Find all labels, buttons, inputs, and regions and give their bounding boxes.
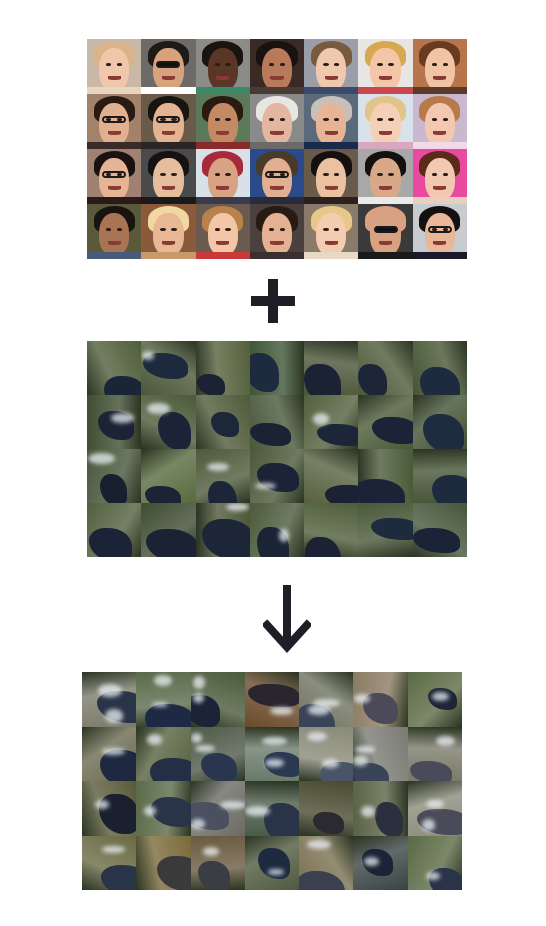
face-photo-tile bbox=[304, 94, 359, 149]
face-photo-tile bbox=[412, 149, 467, 204]
satellite-tile bbox=[304, 341, 359, 395]
face-photo-tile bbox=[195, 204, 250, 259]
satellite-tile bbox=[412, 395, 467, 449]
generated-tile bbox=[407, 672, 462, 727]
face-photo-tile bbox=[195, 94, 250, 149]
face-photo-tile bbox=[358, 94, 413, 149]
satellite-tile bbox=[304, 503, 359, 557]
satellite-tile bbox=[195, 449, 250, 503]
satellite-tile bbox=[412, 449, 467, 503]
satellite-tile bbox=[358, 395, 413, 449]
arrow-down-icon bbox=[263, 585, 311, 653]
generated-tile bbox=[407, 835, 462, 890]
satellite-tile bbox=[358, 341, 413, 395]
generated-tile bbox=[353, 835, 408, 890]
generated-tile bbox=[353, 726, 408, 781]
generated-tile bbox=[136, 781, 191, 836]
satellite-tile bbox=[141, 395, 196, 449]
face-photo-tile bbox=[195, 149, 250, 204]
face-photo-tile bbox=[141, 39, 196, 94]
satellite-tile bbox=[195, 395, 250, 449]
face-photo-tile bbox=[358, 39, 413, 94]
face-photo-tile bbox=[249, 94, 305, 149]
face-photo-tile bbox=[87, 94, 142, 149]
generated-tile bbox=[353, 781, 408, 836]
generated-tile bbox=[190, 672, 245, 727]
generated-tile bbox=[82, 835, 137, 890]
face-photo-tile bbox=[249, 39, 305, 94]
generated-tile bbox=[407, 726, 462, 781]
face-photo-tile bbox=[87, 204, 142, 259]
face-photo-tile bbox=[249, 204, 305, 259]
satellite-tile bbox=[195, 503, 250, 557]
face-photo-tile bbox=[304, 39, 359, 94]
generated-tile bbox=[244, 672, 300, 727]
face-photo-tile bbox=[87, 149, 142, 204]
generated-image-grid bbox=[82, 672, 462, 890]
satellite-tile bbox=[141, 449, 196, 503]
face-photo-tile bbox=[141, 204, 196, 259]
generated-tile bbox=[299, 726, 354, 781]
satellite-tile bbox=[412, 503, 467, 557]
satellite-tile bbox=[249, 341, 305, 395]
generated-tile bbox=[190, 835, 245, 890]
face-photo-tile bbox=[195, 39, 250, 94]
generated-tile bbox=[244, 781, 300, 836]
generated-tile bbox=[407, 781, 462, 836]
generated-tile bbox=[244, 726, 300, 781]
satellite-tile bbox=[141, 503, 196, 557]
face-photo-tile bbox=[141, 149, 196, 204]
satellite-image-grid bbox=[87, 341, 467, 557]
face-photo-tile bbox=[304, 204, 359, 259]
satellite-tile bbox=[304, 449, 359, 503]
generated-tile bbox=[244, 835, 300, 890]
plus-icon bbox=[251, 279, 295, 323]
generated-tile bbox=[82, 781, 137, 836]
face-photo-tile bbox=[249, 149, 305, 204]
face-photo-tile bbox=[412, 204, 467, 259]
satellite-tile bbox=[141, 341, 196, 395]
face-photo-tile bbox=[304, 149, 359, 204]
face-photo-tile bbox=[141, 94, 196, 149]
generated-tile bbox=[353, 672, 408, 727]
generated-tile bbox=[136, 726, 191, 781]
generated-tile bbox=[136, 835, 191, 890]
satellite-tile bbox=[87, 449, 142, 503]
generated-tile bbox=[136, 672, 191, 727]
face-photo-tile bbox=[358, 204, 413, 259]
satellite-tile bbox=[87, 503, 142, 557]
face-photo-tile bbox=[87, 39, 142, 94]
generated-tile bbox=[299, 781, 354, 836]
satellite-tile bbox=[358, 449, 413, 503]
satellite-tile bbox=[87, 395, 142, 449]
face-photo-tile bbox=[358, 149, 413, 204]
generated-tile bbox=[190, 781, 245, 836]
satellite-tile bbox=[412, 341, 467, 395]
generated-tile bbox=[82, 726, 137, 781]
generated-tile bbox=[190, 726, 245, 781]
satellite-tile bbox=[304, 395, 359, 449]
satellite-tile bbox=[249, 395, 305, 449]
face-photo-grid bbox=[87, 39, 467, 259]
satellite-tile bbox=[249, 449, 305, 503]
face-photo-tile bbox=[412, 39, 467, 94]
satellite-tile bbox=[195, 341, 250, 395]
satellite-tile bbox=[87, 341, 142, 395]
generated-tile bbox=[299, 672, 354, 727]
satellite-tile bbox=[249, 503, 305, 557]
face-photo-tile bbox=[412, 94, 467, 149]
generated-tile bbox=[82, 672, 137, 727]
satellite-tile bbox=[358, 503, 413, 557]
generated-tile bbox=[299, 835, 354, 890]
